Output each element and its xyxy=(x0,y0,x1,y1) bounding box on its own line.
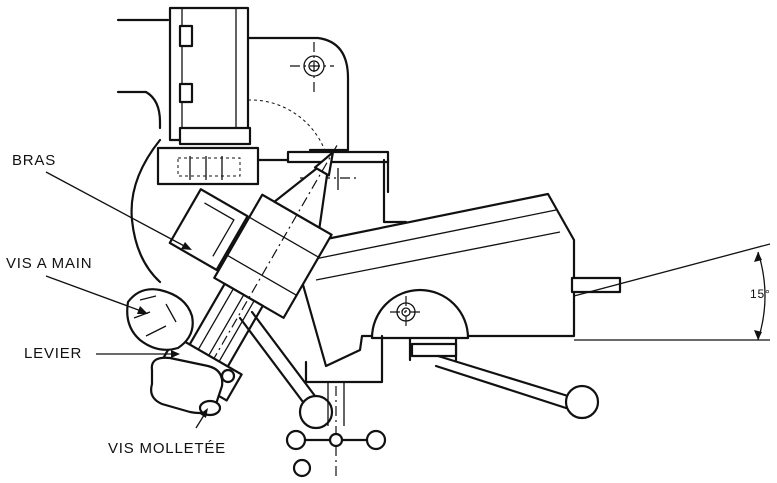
inclined-arm xyxy=(290,192,622,368)
lower-handwheel xyxy=(285,334,387,478)
label-bras: BRAS xyxy=(12,152,57,169)
upper-bracket xyxy=(246,36,350,152)
angle-arc xyxy=(757,251,766,341)
round-housing-arc xyxy=(130,138,162,284)
upper-head xyxy=(168,6,252,146)
frame-upper-curve xyxy=(116,90,162,130)
angle-arrowheads xyxy=(754,252,762,340)
housing-dotted-arc xyxy=(247,99,329,161)
label-levier: LEVIER xyxy=(24,345,83,362)
label-vis-a-main: VIS A MAIN xyxy=(6,255,93,272)
label-angle: 15° xyxy=(750,287,771,301)
leader-lines xyxy=(45,171,208,429)
arm-pivot xyxy=(370,288,470,340)
hand-screw-knob xyxy=(126,288,194,351)
levers xyxy=(238,310,600,430)
label-vis-molletee: VIS MOLLETÉE xyxy=(108,440,226,457)
base-block xyxy=(156,146,408,284)
angle-line-inclined xyxy=(573,243,771,297)
